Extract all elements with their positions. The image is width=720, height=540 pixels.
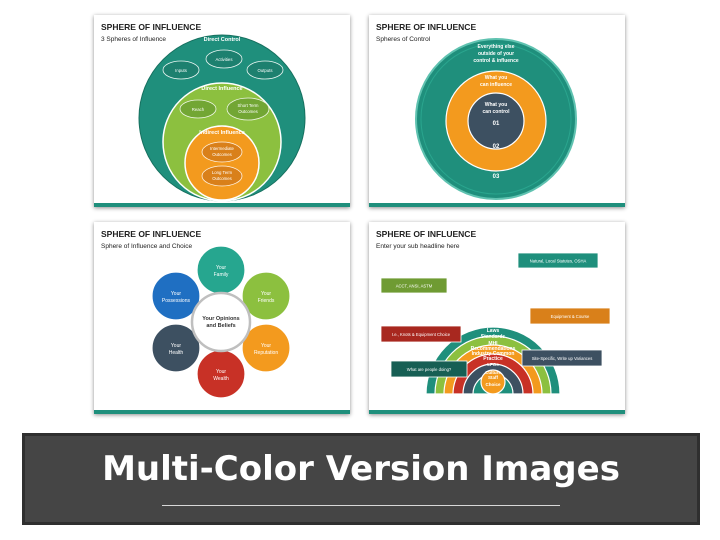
staff-choice-circle: [480, 369, 506, 395]
slide-3-spheres[interactable]: SPHERE OF INFLUENCE 3 Spheres of Influen…: [94, 15, 350, 207]
center-label-1: Your Opinions: [202, 316, 239, 322]
slide-subtitle: Sphere of Influence and Choice: [101, 243, 192, 250]
petal-circle-health: [151, 323, 201, 373]
slide-influence-and-choice[interactable]: SPHERE OF INFLUENCE Sphere of Influence …: [94, 222, 350, 414]
knots-tag: [380, 325, 462, 343]
standards-label: Standards: [481, 334, 506, 340]
inner-sphere: [467, 92, 525, 150]
slide-subtitle: 3 Spheres of Influence: [101, 36, 166, 43]
equipment-tag: [529, 307, 611, 325]
short-term-label-2: Outcomes: [238, 109, 258, 114]
direct-influence-label: Direct Influence: [201, 86, 242, 92]
outer-label-1: Everything else: [478, 44, 515, 50]
staff-label-1: Staff: [488, 375, 499, 380]
outputs-label: Outputs: [257, 68, 272, 73]
inputs-label: Inputs: [175, 68, 187, 73]
site-tag-label: Site-Specific, Write up Variances: [532, 356, 593, 361]
slide-spheres-of-control[interactable]: SPHERE OF INFLUENCE Spheres of Control E…: [369, 15, 625, 207]
number-02: 02: [493, 144, 500, 150]
middle-label-1: What you: [485, 75, 508, 81]
long-term-label-1: Long Term: [212, 170, 233, 175]
activities-label: Activities: [216, 57, 233, 62]
spheres-of-control-diagram: SPHERE OF INFLUENCE Spheres of Control E…: [376, 22, 577, 200]
outer-label-3: control & influence: [473, 58, 519, 64]
intermediate-label-2: Outcomes: [212, 152, 232, 157]
number-01: 01: [493, 121, 500, 127]
layered-arcs-diagram: SPHERE OF INFLUENCE Enter your sub headl…: [376, 229, 611, 395]
outputs-cloud: [246, 60, 284, 80]
petal-label-health-2: Health: [169, 350, 184, 356]
industry-label-1: Industry Common: [472, 351, 515, 357]
reach-label: Reach: [192, 107, 205, 112]
petal-label-health-1: Your: [171, 343, 181, 349]
center-circle: [190, 291, 252, 353]
short-term-cloud: [226, 97, 270, 121]
acc-tag-label: ACCT, ANSI, ASTM: [396, 284, 433, 289]
petal-label-wealth-1: Your: [216, 369, 226, 375]
lfos-label: LFOs: [487, 362, 499, 367]
petal-label-wealth-2: Wealth: [213, 376, 229, 382]
slide-sub-headline[interactable]: SPHERE OF INFLUENCE Enter your sub headl…: [369, 222, 625, 414]
slide-title: SPHERE OF INFLUENCE: [101, 229, 201, 239]
people-tag-label: What are people doing?: [407, 367, 452, 372]
long-term-label-2: Outcomes: [212, 176, 232, 181]
petal-label-friends-1: Your: [261, 291, 271, 297]
petal-label-possessions-2: Possessions: [162, 298, 191, 304]
direct-control-label: Direct Control: [204, 37, 241, 43]
indirect-influence-label: Indirect Influence: [199, 130, 245, 136]
indirect-influence-ring: [184, 125, 260, 201]
petal-label-friends-2: Friends: [258, 298, 275, 304]
three-spheres-diagram: SPHERE OF INFLUENCE 3 Spheres of Influen…: [101, 22, 306, 202]
acc-tag: [380, 277, 448, 294]
petal-label-reputation-2: Reputation: [254, 350, 278, 356]
outer-sphere-inner-rim: [420, 43, 572, 195]
slide-title: SPHERE OF INFLUENCE: [376, 22, 476, 32]
activities-cloud: [205, 49, 243, 69]
influence-choice-diagram: SPHERE OF INFLUENCE Sphere of Influence …: [101, 229, 291, 399]
petal-circle-possessions: [151, 271, 201, 321]
short-term-label-1: Short Term: [238, 103, 259, 108]
slide-bottom-bar: [94, 203, 350, 207]
industry-label-2: Practice: [483, 356, 503, 362]
petal-ring: YourFamilyYourFriendsYourReputationYourW…: [151, 245, 291, 399]
multi-color-banner: Multi-Color Version Images: [22, 433, 700, 525]
slide-subtitle: Spheres of Control: [376, 36, 431, 43]
mhi-label-1: MHI: [488, 341, 498, 347]
intermediate-cloud: [201, 141, 243, 163]
culture-label: Culture: [485, 370, 501, 375]
banner-underline: [162, 505, 560, 506]
petal-label-possessions-1: Your: [171, 291, 181, 297]
intermediate-label-1: Intermediate: [210, 146, 234, 151]
inputs-cloud: [162, 60, 200, 80]
long-term-cloud: [201, 165, 243, 187]
banner-title: Multi-Color Version Images: [102, 449, 620, 489]
inner-label-1: What you: [485, 102, 508, 108]
natural-tag: [517, 252, 599, 269]
knots-tag-label: I.e., Knots & Equipment Choice: [392, 332, 451, 337]
slide-title: SPHERE OF INFLUENCE: [376, 229, 476, 239]
natural-tag-label: Natural, Local Statutes, OSHA: [530, 259, 587, 264]
site-tag: [521, 349, 603, 367]
slide-bottom-bar: [94, 410, 350, 414]
petal-circle-reputation: [241, 323, 291, 373]
slide-subtitle: Enter your sub headline here: [376, 243, 460, 250]
middle-label-2: can influence: [480, 82, 512, 88]
center-label-2: and Beliefs: [206, 323, 235, 329]
inner-label-2: can control: [483, 109, 511, 115]
number-03: 03: [493, 174, 500, 180]
mhi-label-2: Recommendations: [471, 346, 516, 352]
laws-label: Laws: [487, 328, 500, 334]
slide-title: SPHERE OF INFLUENCE: [101, 22, 201, 32]
reach-cloud: [179, 99, 217, 119]
petal-label-family-1: Your: [216, 265, 226, 271]
petal-label-reputation-1: Your: [261, 343, 271, 349]
slide-bottom-bar: [369, 203, 625, 207]
people-tag: [390, 360, 468, 378]
petal-circle-friends: [241, 271, 291, 321]
staff-label-2: Choice: [485, 382, 501, 387]
equipment-tag-label: Equipment & Course: [551, 314, 590, 319]
petal-label-family-2: Family: [214, 272, 229, 278]
slide-bottom-bar: [369, 410, 625, 414]
outer-label-2: outside of your: [478, 51, 514, 57]
